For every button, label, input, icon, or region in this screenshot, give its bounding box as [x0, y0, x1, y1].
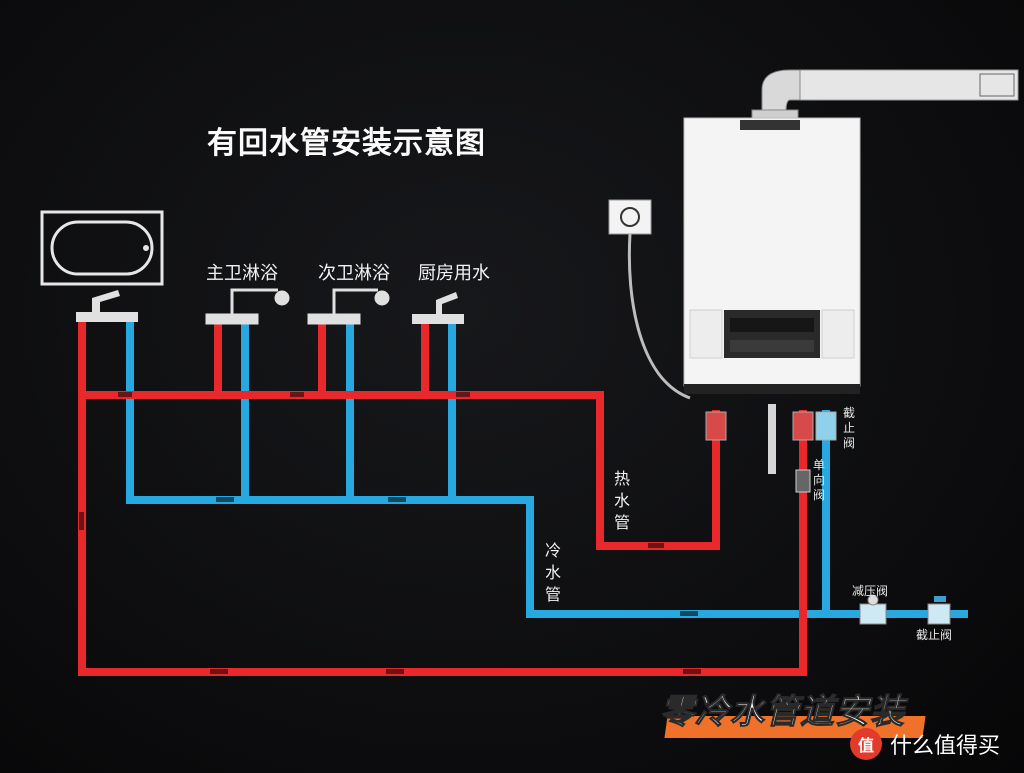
- pressure-reducing-valve-icon: [859, 594, 887, 625]
- label-shutoff-valve-top: 截止阀: [842, 406, 855, 450]
- label-check-valve: 单向阀: [812, 458, 825, 502]
- label-cold-pipe: 冷水管: [544, 541, 561, 604]
- power-outlet: [608, 199, 652, 235]
- flue-pipe: [751, 69, 1019, 123]
- label-second-shower: 次卫淋浴: [318, 263, 390, 284]
- cold-water-pipes: [126, 320, 968, 618]
- banner: 零冷水管道安装: [660, 686, 928, 738]
- pipe-joints: [79, 392, 701, 674]
- label-pressure-reducer: 减压阀: [852, 584, 889, 598]
- label-main-shower: 主卫淋浴: [206, 263, 278, 284]
- second-shower-fixture: [307, 288, 390, 325]
- inlet-shutoff-valve-icon: [927, 596, 951, 625]
- brand-name: 什么值得买: [890, 734, 1001, 759]
- bathtub-icon: [40, 210, 164, 286]
- label-kitchen: 厨房用水: [418, 263, 490, 284]
- label-hot-pipe: 热水管: [613, 469, 630, 532]
- brand-watermark: 值 什么值得买: [850, 728, 1000, 760]
- pipe-joints-cold: [216, 497, 698, 616]
- kitchen-faucet: [412, 292, 464, 324]
- hot-water-pipes: [78, 320, 807, 676]
- water-heater: [683, 117, 861, 394]
- diagram-title: 有回水管安装示意图: [207, 126, 486, 161]
- banner-text: 零冷水管道安装: [660, 692, 905, 733]
- power-cord: [627, 233, 691, 400]
- bathtub-faucet: [76, 290, 138, 322]
- main-shower-fixture: [205, 288, 290, 325]
- brand-badge: 值: [850, 728, 882, 760]
- label-shutoff-valve-inlet: 截止阀: [916, 628, 953, 642]
- heater-outlet-valves: [705, 404, 837, 493]
